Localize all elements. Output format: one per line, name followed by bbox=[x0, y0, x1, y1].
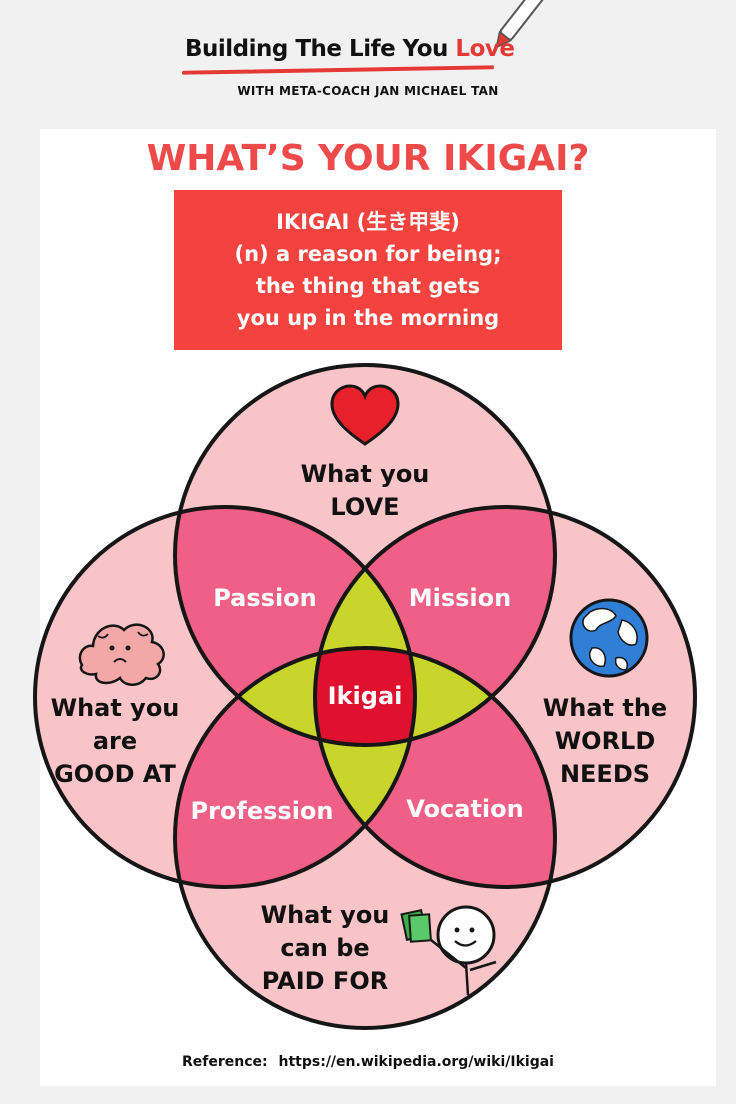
label-mission: Mission bbox=[400, 584, 520, 612]
label-good-at: What you are GOOD AT bbox=[40, 692, 190, 791]
reference-label: Reference: bbox=[182, 1054, 268, 1070]
globe-icon bbox=[571, 600, 647, 676]
label-world: What the WORLD NEEDS bbox=[530, 692, 680, 791]
reference-link[interactable]: https://en.wikipedia.org/wiki/Ikigai bbox=[279, 1054, 554, 1070]
label-ikigai: Ikigai bbox=[315, 682, 415, 710]
reference: Reference: https://en.wikipedia.org/wiki… bbox=[0, 1054, 736, 1070]
label-passion: Passion bbox=[205, 584, 325, 612]
label-profession: Profession bbox=[187, 797, 337, 825]
label-vocation: Vocation bbox=[400, 795, 530, 823]
label-love: What you LOVE bbox=[295, 458, 435, 524]
label-paid: What you can be PAID FOR bbox=[255, 899, 395, 998]
